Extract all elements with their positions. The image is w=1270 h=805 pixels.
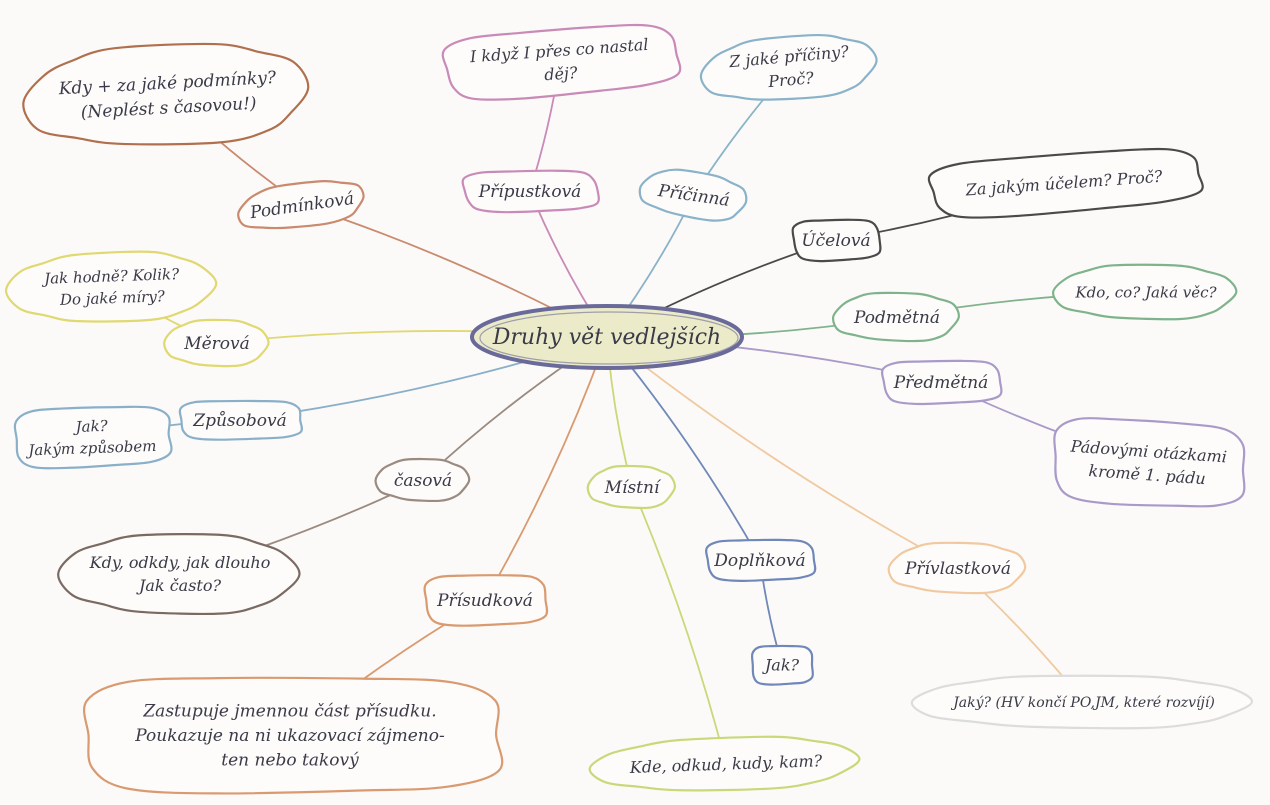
note-shape bbox=[1052, 263, 1238, 321]
note-pricinna-q: Z jaké příčiny?Proč? bbox=[699, 33, 878, 101]
topic-node-shape bbox=[237, 180, 365, 230]
topic-node-label: Přípustková bbox=[478, 182, 582, 202]
topic-node-label: Způsobová bbox=[192, 411, 286, 431]
topic-node-label: Účelová bbox=[801, 230, 870, 251]
note-privlastkova-q: Jaký? (HV končí PO,JM, které rozvíjí) bbox=[910, 674, 1254, 730]
note-shape bbox=[927, 147, 1204, 219]
topic-node-podminkova: Podmínková bbox=[237, 180, 365, 230]
note-shape bbox=[22, 42, 310, 146]
connector-center-prisudkova bbox=[484, 336, 608, 601]
note-shape bbox=[83, 676, 504, 795]
note-line: Zastupuje jmennou část přísudku. bbox=[142, 701, 436, 721]
note-line: Proč? bbox=[766, 68, 814, 91]
note-shape bbox=[588, 735, 861, 792]
topic-node-shape bbox=[163, 318, 270, 368]
topic-node-mistni: Místní bbox=[586, 464, 677, 510]
note-line: Do jaké míry? bbox=[59, 287, 166, 309]
note-zpusobova-q: Jak?Jakým způsobem bbox=[13, 405, 173, 470]
topic-node-shape bbox=[705, 538, 817, 583]
note-doplnkova-q: Jak? bbox=[750, 644, 814, 686]
note-shape bbox=[13, 405, 173, 470]
topic-node-label: Místní bbox=[604, 478, 662, 498]
note-podminkova-q: Kdy + za jaké podmínky?(Neplést s časovo… bbox=[22, 42, 310, 146]
note-line: Kdy, odkdy, jak dlouho bbox=[89, 553, 271, 572]
node-group: Druhy vět vedlejších Podmínková Přípustkov… bbox=[4, 23, 1254, 795]
note-shape bbox=[441, 23, 682, 101]
topic-node-prisudkova: Přísudková bbox=[423, 574, 549, 627]
topic-node-zpusobova: Způsobová bbox=[178, 399, 303, 441]
topic-node-shape bbox=[586, 464, 677, 510]
note-shape bbox=[57, 533, 301, 616]
central-topic: Druhy vět vedlejších bbox=[470, 304, 744, 370]
topic-node-label: Měrová bbox=[183, 334, 250, 354]
topic-node-predmetna: Předmětná bbox=[880, 359, 1003, 406]
topic-node-doplnkova: Doplňková bbox=[705, 538, 817, 583]
note-mirova-q: Jak hodně? Kolik?Do jaké míry? bbox=[4, 250, 218, 323]
topic-node-shape bbox=[887, 541, 1027, 595]
note-shape bbox=[1053, 417, 1246, 508]
topic-node-shape bbox=[423, 574, 549, 627]
note-line: Jakým způsobem bbox=[25, 437, 157, 460]
topic-node-podmetna: Podmětná bbox=[831, 291, 960, 343]
connector-center-privlastkova bbox=[606, 336, 959, 569]
topic-node-label: Předmětná bbox=[893, 373, 989, 393]
topic-node-shape bbox=[831, 291, 960, 343]
note-line: Jaký? (HV končí PO,JM, které rozvíjí) bbox=[950, 694, 1215, 711]
topic-node-shape bbox=[880, 359, 1003, 406]
topic-node-pricinna: Příčinná bbox=[638, 168, 748, 222]
topic-node-shape bbox=[461, 169, 600, 214]
note-podmetna-q: Kdo, co? Jaká věc? bbox=[1052, 263, 1238, 321]
note-line: ten nebo takový bbox=[221, 751, 359, 771]
note-line: Jak často? bbox=[136, 576, 222, 595]
central-topic-shape bbox=[470, 304, 744, 370]
note-ucelova-q: Za jakým účelem? Proč? bbox=[927, 147, 1204, 219]
topic-node-shape bbox=[374, 457, 471, 503]
topic-node-shape bbox=[178, 399, 303, 441]
note-line: Kdo, co? Jaká věc? bbox=[1074, 283, 1217, 301]
topic-node-mirova: Měrová bbox=[163, 318, 270, 368]
topic-node-label: Přísudková bbox=[436, 591, 533, 611]
note-line: Poukazuje na ni ukazovací zájmeno- bbox=[134, 726, 445, 746]
note-line: Jak? bbox=[72, 417, 109, 436]
topic-node-privlastkova: Přívlastková bbox=[887, 541, 1027, 595]
topic-node-casova: časová bbox=[374, 457, 471, 503]
topic-node-label: Podmětná bbox=[853, 308, 940, 328]
topic-node-ucelova: Účelová bbox=[791, 218, 882, 263]
central-topic-outline bbox=[479, 311, 739, 365]
topic-node-label: časová bbox=[394, 471, 452, 491]
note-mistni-q: Kde, odkud, kudy, kam? bbox=[588, 735, 861, 792]
topic-node-pripustkova: Přípustková bbox=[461, 169, 600, 214]
topic-node-label: Přívlastková bbox=[904, 559, 1011, 579]
topic-node-label: Doplňková bbox=[713, 551, 805, 571]
connector-mistni-note bbox=[631, 486, 727, 765]
note-line: Jak? bbox=[762, 656, 800, 675]
note-shape bbox=[910, 674, 1254, 730]
topic-node-shape bbox=[791, 218, 882, 263]
note-shape bbox=[699, 33, 878, 101]
note-line: děj? bbox=[544, 63, 579, 84]
topic-node-shape bbox=[638, 168, 748, 222]
central-topic-label: Druhy vět vedlejších bbox=[492, 325, 721, 350]
note-prisudkova-q: Zastupuje jmennou část přísudku. Poukazuj… bbox=[83, 676, 504, 795]
note-shape bbox=[4, 250, 218, 323]
connector-center-doplnkova bbox=[606, 336, 761, 561]
note-line: Jak hodně? Kolik? bbox=[41, 265, 181, 288]
note-shape bbox=[750, 644, 814, 686]
